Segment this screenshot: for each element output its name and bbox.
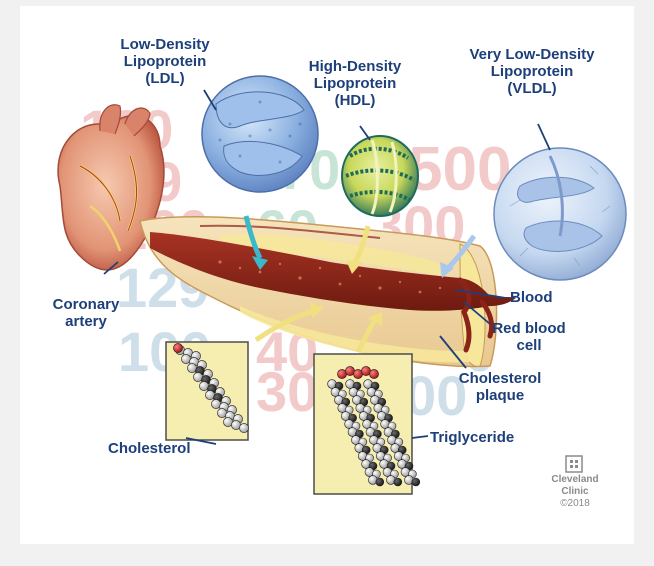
red-blood-cell-label: Red blood cell [492, 320, 566, 354]
copyright-text: ©2018 [560, 498, 590, 509]
vldl-label: Very Low-Density Lipoprotein (VLDL) [469, 46, 595, 97]
cholesterol-plaque-label: Cholesterol plaque [458, 370, 542, 404]
blood-label: Blood [510, 289, 553, 306]
cholesterol-label: Cholesterol [108, 440, 191, 457]
brand-name-line1: Cleveland [551, 474, 599, 485]
atom-sphere [369, 369, 379, 379]
callout-arrows [243, 215, 477, 354]
hdl-particle-illustration [341, 135, 419, 217]
heart-illustration [57, 104, 165, 271]
leader-lines [103, 89, 551, 445]
triglyceride-molecule-panel [313, 353, 421, 495]
diagram-art [57, 75, 627, 495]
atom-sphere [411, 477, 421, 487]
cholesterol-molecule-panel [165, 341, 249, 441]
atom-sphere [375, 477, 385, 487]
triglyceride-label: Triglyceride [430, 429, 515, 446]
coronary-artery-label: Coronary artery [52, 296, 120, 330]
atom-sphere [173, 343, 183, 353]
bg-number: 500 [408, 135, 512, 204]
brand-block: Cleveland Clinic ©2018 [548, 474, 602, 510]
brand-name-line2: Clinic [561, 486, 589, 497]
hdl-label: High-Density Lipoprotein (HDL) [308, 58, 402, 109]
atom-sphere [239, 423, 249, 433]
illustration-frame: 190 89 70 500 160 60 300 129 100 40 30 1… [20, 6, 634, 544]
cleveland-clinic-logo [565, 455, 583, 473]
ldl-label: Low-Density Lipoprotein (LDL) [120, 36, 210, 87]
vldl-particle-illustration [493, 147, 627, 281]
ldl-particle-illustration [201, 75, 319, 193]
bg-number: 30 [256, 360, 319, 423]
atom-sphere [393, 477, 403, 487]
artery-illustration [139, 216, 516, 368]
